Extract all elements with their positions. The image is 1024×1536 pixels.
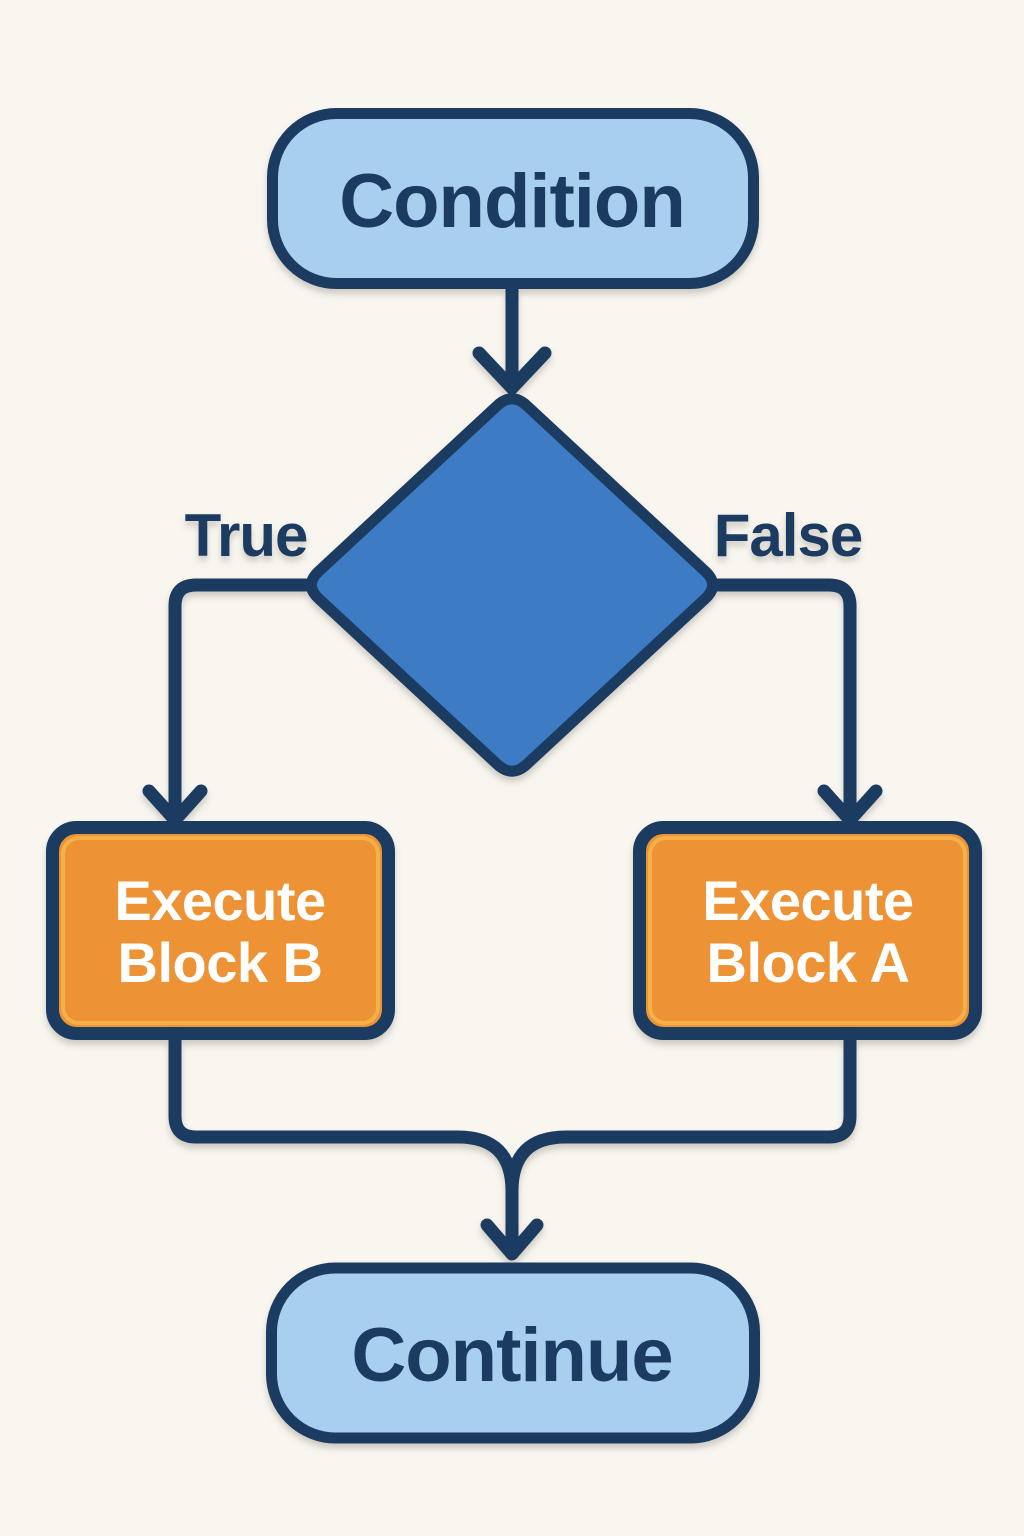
decision-node [305, 393, 719, 777]
edge-line [711, 578, 857, 823]
arrowhead-down-icon [817, 784, 883, 827]
true-branch-label: True [185, 502, 308, 569]
execute-block-b-node: Execute Block B [46, 821, 395, 1040]
arrowhead-down-icon [142, 784, 208, 827]
edge-line-from-block-a [505, 1027, 857, 1198]
edge-line [168, 578, 313, 823]
execute-block-a-label-line2: Block A [707, 931, 910, 994]
false-branch-label: False [714, 502, 862, 569]
execute-block-b-label-line1: Execute [114, 869, 325, 932]
condition-node-label: Condition [339, 159, 685, 244]
arrowhead-down-icon [472, 346, 552, 395]
execute-block-a-shape [633, 821, 982, 1040]
continue-node: Continue [266, 1262, 760, 1444]
condition-node-shape [267, 108, 759, 289]
execute-block-a-node: Execute Block A [633, 821, 982, 1040]
execute-block-b-inner-highlight [61, 836, 380, 1025]
edge-decision-true: True [142, 502, 313, 827]
execute-block-a-inner-highlight [648, 836, 967, 1025]
execute-block-b-label-line2: Block B [118, 931, 323, 994]
edge-condition-to-decision [472, 276, 552, 395]
edge-decision-false: False [711, 502, 883, 827]
arrowhead-down-icon [480, 1218, 544, 1261]
execute-block-a-label-line1: Execute [702, 869, 913, 932]
edge-merge-to-continue [168, 1027, 857, 1261]
decision-diamond-shape [305, 393, 719, 777]
continue-node-shape [266, 1262, 760, 1444]
execute-block-b-shape [46, 821, 395, 1040]
condition-node: Condition [267, 108, 759, 289]
continue-node-label: Continue [351, 1313, 672, 1398]
